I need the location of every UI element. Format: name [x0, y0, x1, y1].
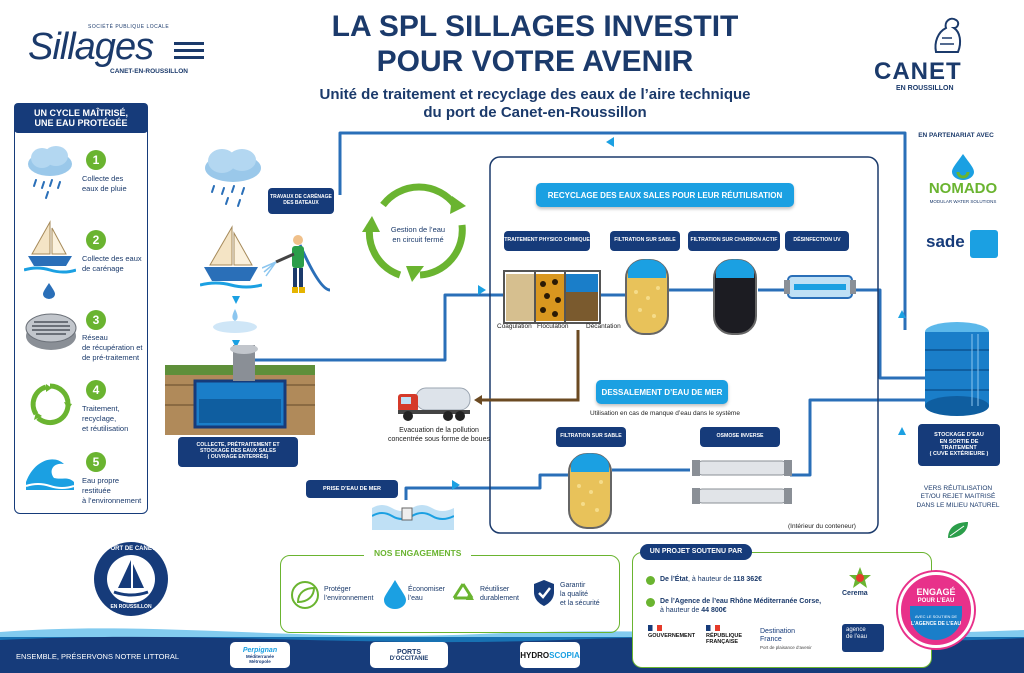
floculation-label: Floculation — [537, 323, 569, 330]
step-number-4: 4 — [86, 380, 106, 400]
destination-france-logo: Destination France Port de plaisance d’a… — [760, 628, 812, 650]
badge-text-4: L’AGENCE DE L’EAU — [910, 621, 961, 627]
port-logo-bottom: EN ROUSSILLON — [110, 604, 152, 610]
footer-slogan: ENSEMBLE, PRÉSERVONS NOTRE LITTORAL — [16, 652, 180, 661]
osmose-label: OSMOSE INVERSE — [700, 427, 780, 447]
prise-eau-label: PRISE D’EAU DE MER — [306, 480, 398, 498]
cycle-header: UN CYCLE MAÎTRISÉ,UNE EAU PROTÉGÉE — [14, 103, 148, 133]
sailboat-large-icon — [200, 225, 262, 289]
dessalement-subtitle: Utilisation en cas de manque d’eau dans … — [590, 410, 740, 417]
rain-cloud-icon — [28, 146, 72, 199]
ports-occitanie-logo: PORTS D’OCCITANIE — [370, 642, 448, 668]
underground-tank — [165, 345, 315, 435]
shield-check-icon — [534, 580, 554, 606]
recycle-arrows-icon — [30, 383, 72, 426]
stage-uv-label: DÉSINFECTION UV — [785, 231, 849, 251]
port-canet-logo — [94, 542, 168, 616]
step-text-4: Traitement,recyclage,et réutilisation — [82, 404, 129, 433]
sillages-logo: SOCIÉTÉ PUBLIQUE LOCALE Sillages CANET-E… — [26, 22, 216, 82]
leaf-icon — [948, 522, 968, 538]
republique-logo: RÉPUBLIQUE FRANÇAISE — [706, 625, 756, 645]
page-title-line2: POUR VOTRE AVENIR — [376, 45, 694, 78]
sailboat-icon — [24, 220, 76, 274]
reverse-osmosis-membranes — [692, 460, 792, 504]
perpignan-logo: Perpignan Méditerranée Métropole — [230, 642, 290, 668]
water-drop-icon — [43, 283, 55, 299]
sade-logo: sade — [926, 232, 965, 251]
page-title-line1: LA SPL SILLAGES INVESTIT — [331, 10, 739, 43]
dessalement-title: DESSALEMENT D’EAU DE MER — [596, 380, 728, 404]
sludge-truck-icon — [398, 387, 471, 421]
storage-tank — [925, 322, 989, 416]
worker-pressure-washer-icon — [262, 235, 305, 293]
nomado-logo: NOMADO — [928, 180, 998, 197]
bullet-etat — [646, 576, 655, 585]
rain-cloud-large-icon — [205, 149, 261, 207]
filtration-sable2-label: FILTRATION SUR SABLE — [556, 427, 626, 447]
cycle-panel — [14, 108, 148, 514]
subtitle-line1: Unité de traitement et recyclage des eau… — [319, 86, 751, 103]
physico-chemical-tank — [503, 270, 601, 324]
nomado-drop-icon — [952, 154, 974, 180]
reuse-recycle-icon — [452, 583, 474, 600]
decantation-label: Décantation — [586, 323, 621, 330]
cerema-star-icon — [849, 567, 871, 588]
canet-logo: CANET EN ROUSSILLON — [868, 14, 988, 96]
save-water-drop-icon — [384, 580, 406, 609]
port-logo-top: PORT DE CANET — [106, 546, 156, 552]
drain-grate-icon — [25, 313, 77, 350]
sea-intake-icon — [372, 505, 454, 530]
subtitle-line2: du port de Canet-en-Roussillon — [423, 104, 647, 121]
bullet-agence — [646, 598, 655, 607]
partners-header: EN PARTENARIAT AVEC — [918, 132, 994, 139]
sand-filter-tank-2 — [568, 453, 612, 529]
coagulation-label: Coagulation — [497, 323, 532, 330]
sade-emblem-icon — [970, 230, 998, 258]
step-number-3: 3 — [86, 310, 106, 330]
protect-leaf-icon — [291, 581, 319, 609]
badge-text-1: ENGAGÉ — [916, 587, 956, 597]
projet-title: UN PROJET SOUTENU PAR — [640, 544, 752, 560]
splash-icon — [213, 309, 257, 333]
step-number-2: 2 — [86, 230, 106, 250]
uv-disinfection-unit — [784, 275, 856, 299]
badge-text-2: POUR L’EAU — [917, 598, 955, 604]
sand-filter-tank — [625, 259, 669, 335]
cerema-logo: Cerema — [842, 590, 868, 597]
stage-physico-label: TRAITEMENT PHYSICO CHIMIQUE — [504, 231, 590, 251]
wave-icon — [25, 459, 75, 490]
step-number-1: 1 — [86, 150, 106, 170]
stage-charbon-label: FILTRATION SUR CHARBON ACTIF — [688, 231, 780, 251]
stage-sable-label: FILTRATION SUR SABLE — [610, 231, 680, 251]
engagements-title: NOS ENGAGEMENTS — [364, 548, 472, 558]
lion-crest-icon — [934, 17, 962, 53]
nomado-sub: MODULAR WATER SOLUTIONS — [929, 199, 997, 204]
recyclage-title: RECYCLAGE DES EAUX SALES POUR LEUR RÉUTI… — [536, 183, 794, 207]
agence-line: De l’Agence de l’eau Rhône Méditerranée … — [660, 598, 822, 615]
badge-text-3: AVEC LE SOUTIEN DE — [914, 614, 958, 619]
gouvernement-logo: GOUVERNEMENT — [648, 625, 700, 639]
etat-line: De l’État, à hauteur de 118 362€ — [660, 576, 762, 583]
charcoal-filter-tank — [713, 259, 757, 335]
interieur-label: (Intérieur du conteneur) — [788, 523, 856, 530]
step-number-5: 5 — [86, 452, 106, 472]
